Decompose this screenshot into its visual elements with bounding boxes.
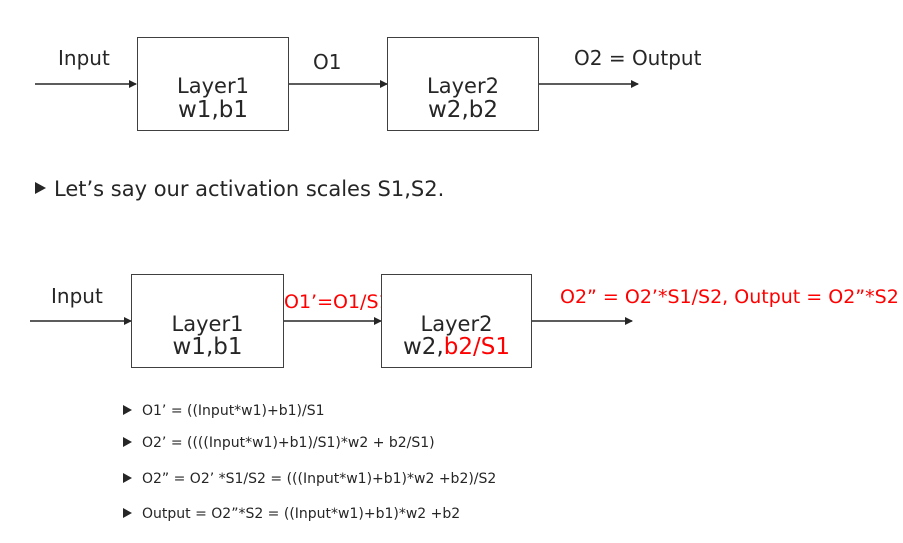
layer2-params-prefix: w2, [403, 334, 444, 360]
equation-item: O2” = O2’ *S1/S2 = (((Input*w1)+b1)*w2 +… [123, 470, 496, 488]
equation-text: Output = O2”*S2 = ((Input*w1)+b1)*w2 +b2 [142, 506, 461, 522]
equation-item: Output = O2”*S2 = ((Input*w1)+b1)*w2 +b2 [123, 505, 460, 523]
statement-text: Let’s say our activation scales S1,S2. [54, 177, 445, 201]
layer1-params-2: w1,b1 [172, 334, 243, 360]
scaled-o1-label: O1’=O1/S1 [284, 291, 391, 313]
layer2-params: w2,b2 [428, 97, 498, 123]
layer2-box: Layer2 w2,b2 [387, 37, 539, 131]
bullet-triangle-icon [123, 437, 132, 447]
layer2-name: Layer2 [427, 74, 499, 98]
layer1-box: Layer1 w1,b1 [137, 37, 289, 131]
layer2-box-2: Layer2 w2,b2/S1 [381, 274, 532, 368]
bullet-triangle-icon [123, 508, 132, 518]
equation-item: O1’ = ((Input*w1)+b1)/S1 [123, 402, 325, 420]
o1-label: O1 [313, 50, 342, 74]
input-label: Input [58, 46, 110, 70]
bullet-triangle-icon [123, 473, 132, 483]
layer1-name: Layer1 [177, 74, 249, 98]
layer1-name-2: Layer1 [171, 312, 244, 336]
equation-item: O2’ = ((((Input*w1)+b1)/S1)*w2 + b2/S1) [123, 434, 435, 452]
equation-text: O2’ = ((((Input*w1)+b1)/S1)*w2 + b2/S1) [142, 435, 435, 451]
equation-text: O2” = O2’ *S1/S2 = (((Input*w1)+b1)*w2 +… [142, 471, 497, 487]
layer2-name-2: Layer2 [420, 312, 493, 336]
input-label-2: Input [51, 284, 103, 308]
activation-scale-statement: Let’s say our activation scales S1,S2. [35, 176, 444, 202]
bullet-triangle-icon [123, 405, 132, 415]
layer2-scaled-bias: b2/S1 [443, 334, 510, 360]
layer1-params: w1,b1 [178, 97, 248, 123]
output-label-2: O2” = O2’*S1/S2, Output = O2”*S2 [560, 286, 899, 308]
layer1-box-2: Layer1 w1,b1 [131, 274, 284, 368]
layer2-params-2: w2,b2/S1 [382, 335, 531, 359]
output-label: O2 = Output [574, 46, 702, 70]
bullet-triangle-icon [35, 182, 46, 194]
equation-text: O1’ = ((Input*w1)+b1)/S1 [142, 403, 325, 419]
